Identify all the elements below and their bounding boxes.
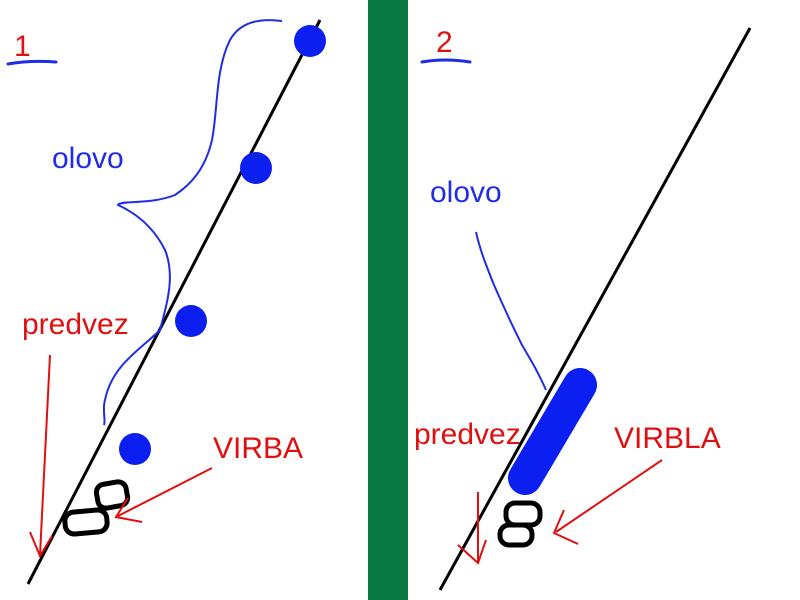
- panel-2-lead-pointer: [475, 231, 547, 391]
- panel-1-leader-label: predvez: [22, 308, 129, 341]
- panel-1-lead-brace: [102, 19, 283, 426]
- panel-2-leader-label: predvez: [414, 418, 521, 451]
- panel-2-leader-arrow: [457, 492, 487, 565]
- panel-1-swivel-arrow: [114, 467, 213, 523]
- panel-2-fishing-line: [438, 27, 752, 591]
- panel-2-swivel-label: VIRBLA: [614, 422, 721, 455]
- panel-1-lead-bead-2: [240, 152, 272, 184]
- panel-2-swivel-link-lower: [497, 522, 535, 548]
- panel-1-number-underline: [6, 59, 58, 66]
- panel-2-lead-sleeve: [508, 368, 597, 495]
- panel-2-number-underline: [420, 58, 472, 64]
- panel-1-fishing-line: [26, 19, 322, 585]
- panel-2-swivel-arrow: [552, 459, 663, 545]
- panel-2-number: 2: [436, 26, 453, 59]
- panel-2: 2 olovo predvez VIRBLA: [414, 26, 752, 591]
- panel-divider: [368, 0, 408, 600]
- panel-1-swivel-link-lower: [62, 507, 110, 537]
- panel-1-lead-bead-1: [294, 25, 326, 57]
- panel-1-number: 1: [14, 30, 31, 63]
- panel-2-swivel-link-upper: [503, 500, 543, 528]
- panel-1-lead-label: olovo: [52, 142, 124, 175]
- panel-1-lead-bead-4: [119, 433, 151, 465]
- panel-1-swivel-label: VIRBA: [213, 432, 303, 465]
- panel-1-swivel-link-upper: [93, 479, 131, 511]
- panel-1-leader-arrow: [29, 354, 53, 559]
- panel-2-lead-label: olovo: [430, 176, 502, 209]
- panel-1: 1 olovo predvez VIRBA: [6, 19, 326, 585]
- panel-1-lead-bead-3: [175, 305, 207, 337]
